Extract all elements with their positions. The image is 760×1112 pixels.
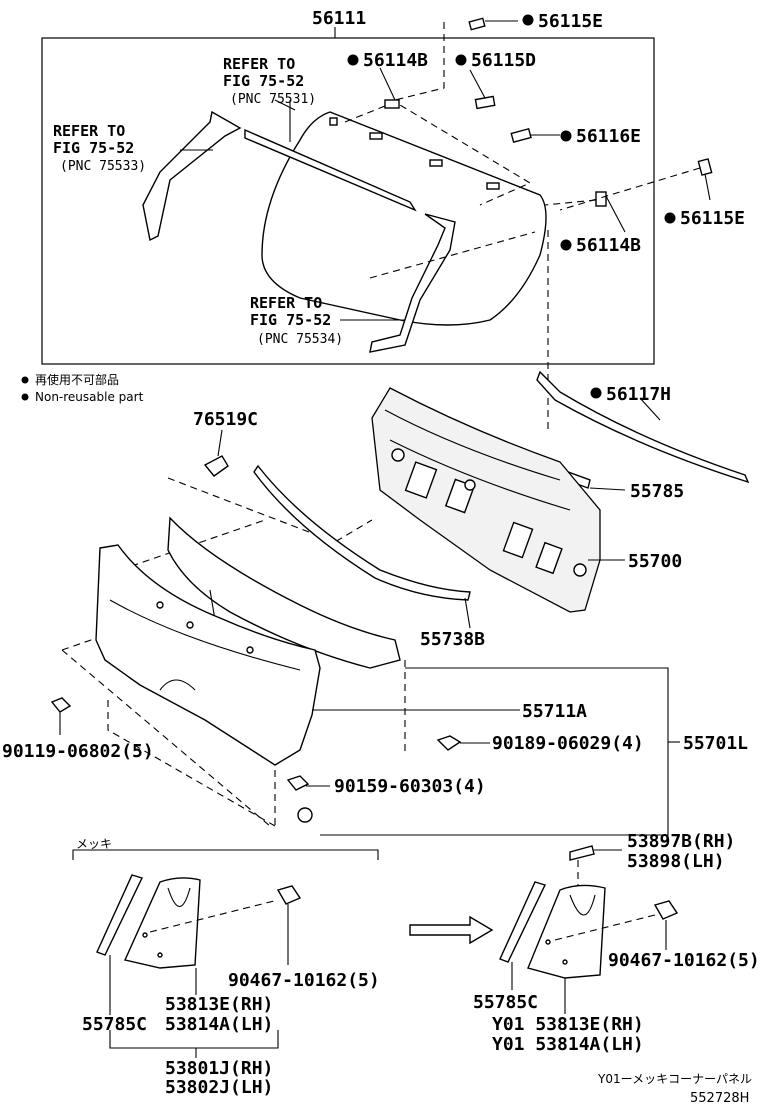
label-90119: 90119-06802(5) [2, 741, 154, 762]
windshield-group [41, 17, 713, 430]
legend-jp: 再使用不可部品 [35, 372, 119, 387]
ref-b-line2: FIG 75-52 [53, 139, 134, 157]
clip-76519c [203, 455, 229, 477]
clip-56114b-top [384, 99, 400, 109]
label-56111: 56111 [312, 8, 366, 29]
ref-b-line3: (PNC 75533) [60, 159, 146, 174]
diagram-number: 552728H [690, 1091, 749, 1106]
y01-note: Y01ーメッキコーナーパネル [597, 1072, 752, 1086]
corner-left-labels: 90467-10162(5) 53813E(RH) 55785C 53814A(… [82, 970, 380, 1098]
cowl-outer-55711a [95, 544, 321, 766]
corner-panel-left [124, 877, 201, 969]
cowl-labels: 56117H 55785 55700 76519C 55738B 55711A … [2, 384, 748, 797]
label-55738b: 55738B [420, 629, 485, 650]
ref-c-line1: REFER TO [250, 294, 322, 312]
grommet-icon [297, 807, 313, 823]
non-reusable-dot [455, 54, 467, 66]
label-55785: 55785 [630, 481, 684, 502]
corner-panel-left-group: メッキ [72, 837, 379, 1058]
non-reusable-dot [664, 212, 676, 224]
clip-90467-right-icon [653, 900, 679, 920]
corner-panel-right [527, 884, 606, 979]
ref-c-line2: FIG 75-52 [250, 311, 331, 329]
windshield-glass [261, 111, 547, 326]
label-56116e: 56116E [576, 126, 641, 147]
label-55785c-left: 55785C [82, 1014, 147, 1035]
clip-56116e [510, 127, 532, 144]
legend-dot-icon [21, 393, 29, 401]
label-55785c-right: 55785C [473, 992, 538, 1013]
legend-en: Non-reusable part [35, 390, 144, 404]
label-90467-left: 90467-10162(5) [228, 970, 380, 991]
screw-90189-icon [436, 735, 462, 751]
clip-56115d [474, 95, 496, 110]
label-90467-right: 90467-10162(5) [608, 950, 760, 971]
plating-note: メッキ [76, 837, 112, 851]
legend: 再使用不可部品 Non-reusable part [21, 372, 144, 404]
left-pillar-molding [142, 110, 242, 242]
label-90189: 90189-06029(4) [492, 733, 644, 754]
clip-56115e-right [697, 158, 713, 176]
cowl-inner [167, 516, 401, 669]
trim-strip-55785c-right [499, 881, 546, 963]
ref-a-line3: (PNC 75531) [230, 92, 316, 107]
clip-56115e-top [468, 17, 486, 31]
ref-c-line3: (PNC 75534) [257, 332, 343, 347]
label-53898: 53898(LH) [627, 851, 725, 872]
cap-53897b [569, 845, 595, 861]
non-reusable-dot [560, 239, 572, 251]
screw-90119-icon [50, 697, 72, 713]
ref-a-line2: FIG 75-52 [223, 72, 304, 90]
label-56114b-top: 56114B [363, 50, 428, 71]
right-pillar-molding [369, 213, 456, 353]
label-55711a: 55711A [522, 701, 587, 722]
label-76519c: 76519C [193, 409, 258, 430]
dash-panel-55700 [371, 387, 601, 613]
label-90159: 90159-60303(4) [334, 776, 486, 797]
label-56115e-right: 56115E [680, 208, 745, 229]
label-53814a-right: Y01 53814A(LH) [492, 1034, 644, 1055]
label-53802j: 53802J(LH) [165, 1077, 273, 1098]
trim-strip-55785c-left [96, 874, 143, 956]
weatherstrip-56117h [536, 370, 750, 484]
ref-b-line1: REFER TO [53, 122, 125, 140]
top-molding [244, 128, 417, 212]
screw-90159-icon [286, 775, 310, 791]
clip-56114b-right [595, 191, 607, 207]
label-53813e-left: 53813E(RH) [165, 994, 273, 1015]
arrow-right-icon [409, 915, 494, 945]
label-53813e-right: Y01 53813E(RH) [492, 1014, 644, 1035]
label-53801j: 53801J(RH) [165, 1058, 273, 1079]
ref-a-line1: REFER TO [223, 55, 295, 73]
label-55700: 55700 [628, 551, 682, 572]
non-reusable-dot [590, 387, 602, 399]
non-reusable-dot [522, 14, 534, 26]
label-53814a-left: 53814A(LH) [165, 1014, 273, 1035]
non-reusable-dot [347, 54, 359, 66]
cowl-seal-55738b [253, 464, 471, 601]
legend-dot-icon [21, 376, 29, 384]
clip-90467-left-icon [276, 885, 302, 905]
non-reusable-dot [560, 130, 572, 142]
label-56115d: 56115D [471, 50, 536, 71]
label-56117h: 56117H [606, 384, 671, 405]
corner-right-labels: 53897B(RH) 53898(LH) 90467-10162(5) 5578… [473, 831, 760, 1055]
windshield-labels: 56111 56115E 56114B 56115D 56116E 56115E… [53, 8, 745, 347]
label-53897b: 53897B(RH) [627, 831, 735, 852]
corner-panel-right-group [499, 845, 679, 1014]
label-55701l: 55701L [683, 733, 748, 754]
cowl-group [50, 370, 750, 836]
windshield-frame [41, 37, 655, 365]
label-56115e-top: 56115E [538, 11, 603, 32]
label-56114b-right: 56114B [576, 235, 641, 256]
